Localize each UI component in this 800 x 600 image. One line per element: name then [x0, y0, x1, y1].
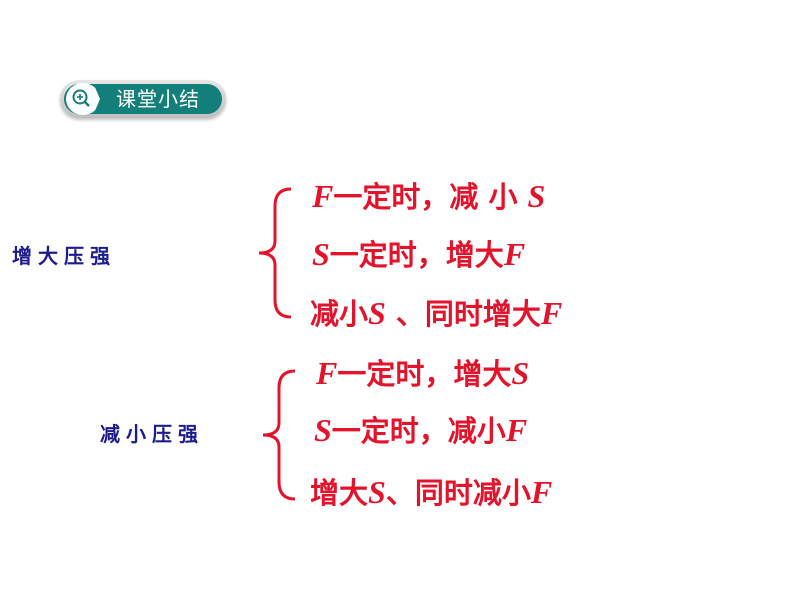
variable-symbol: S	[312, 236, 330, 272]
summary-line: 增大S、同时减小F	[310, 475, 552, 510]
variable-symbol: S	[314, 412, 332, 448]
line-text: 、同时减小	[385, 476, 531, 510]
summary-line: S一定时，减小F	[314, 413, 527, 448]
variable-symbol: F	[530, 474, 553, 510]
variable-symbol: F	[503, 236, 526, 272]
summary-line: S一定时，增大F	[312, 237, 525, 272]
line-text: 一定时，减 小	[333, 180, 528, 214]
brace-icon	[262, 369, 296, 501]
variable-symbol: S	[527, 178, 546, 214]
variable-symbol: F	[312, 178, 334, 214]
line-text: 增大	[310, 476, 369, 510]
summary-line: F一定时，增大S	[316, 356, 529, 391]
section-badge: 课堂小结	[60, 80, 226, 118]
line-text: 一定时，增大	[337, 357, 512, 391]
summary-line: F一定时，减 小 S	[312, 179, 545, 214]
line-text: 、同时增大	[385, 297, 541, 331]
group-label-decrease: 减小压强	[100, 422, 204, 446]
line-text: 一定时，减小	[331, 414, 506, 448]
group-label-increase: 增大压强	[12, 244, 116, 268]
summary-line: 减小S 、同时增大F	[310, 296, 562, 331]
variable-symbol: F	[316, 355, 338, 391]
zoom-in-icon	[72, 89, 90, 107]
variable-symbol: F	[540, 295, 563, 331]
variable-symbol: S	[511, 355, 530, 391]
line-text: 一定时，增大	[329, 238, 504, 272]
variable-symbol: F	[505, 412, 528, 448]
brace-icon	[258, 187, 292, 319]
variable-symbol: S	[368, 295, 386, 331]
line-text: 减小	[310, 297, 369, 331]
variable-symbol: S	[368, 474, 386, 510]
section-title: 课堂小结	[116, 87, 200, 111]
